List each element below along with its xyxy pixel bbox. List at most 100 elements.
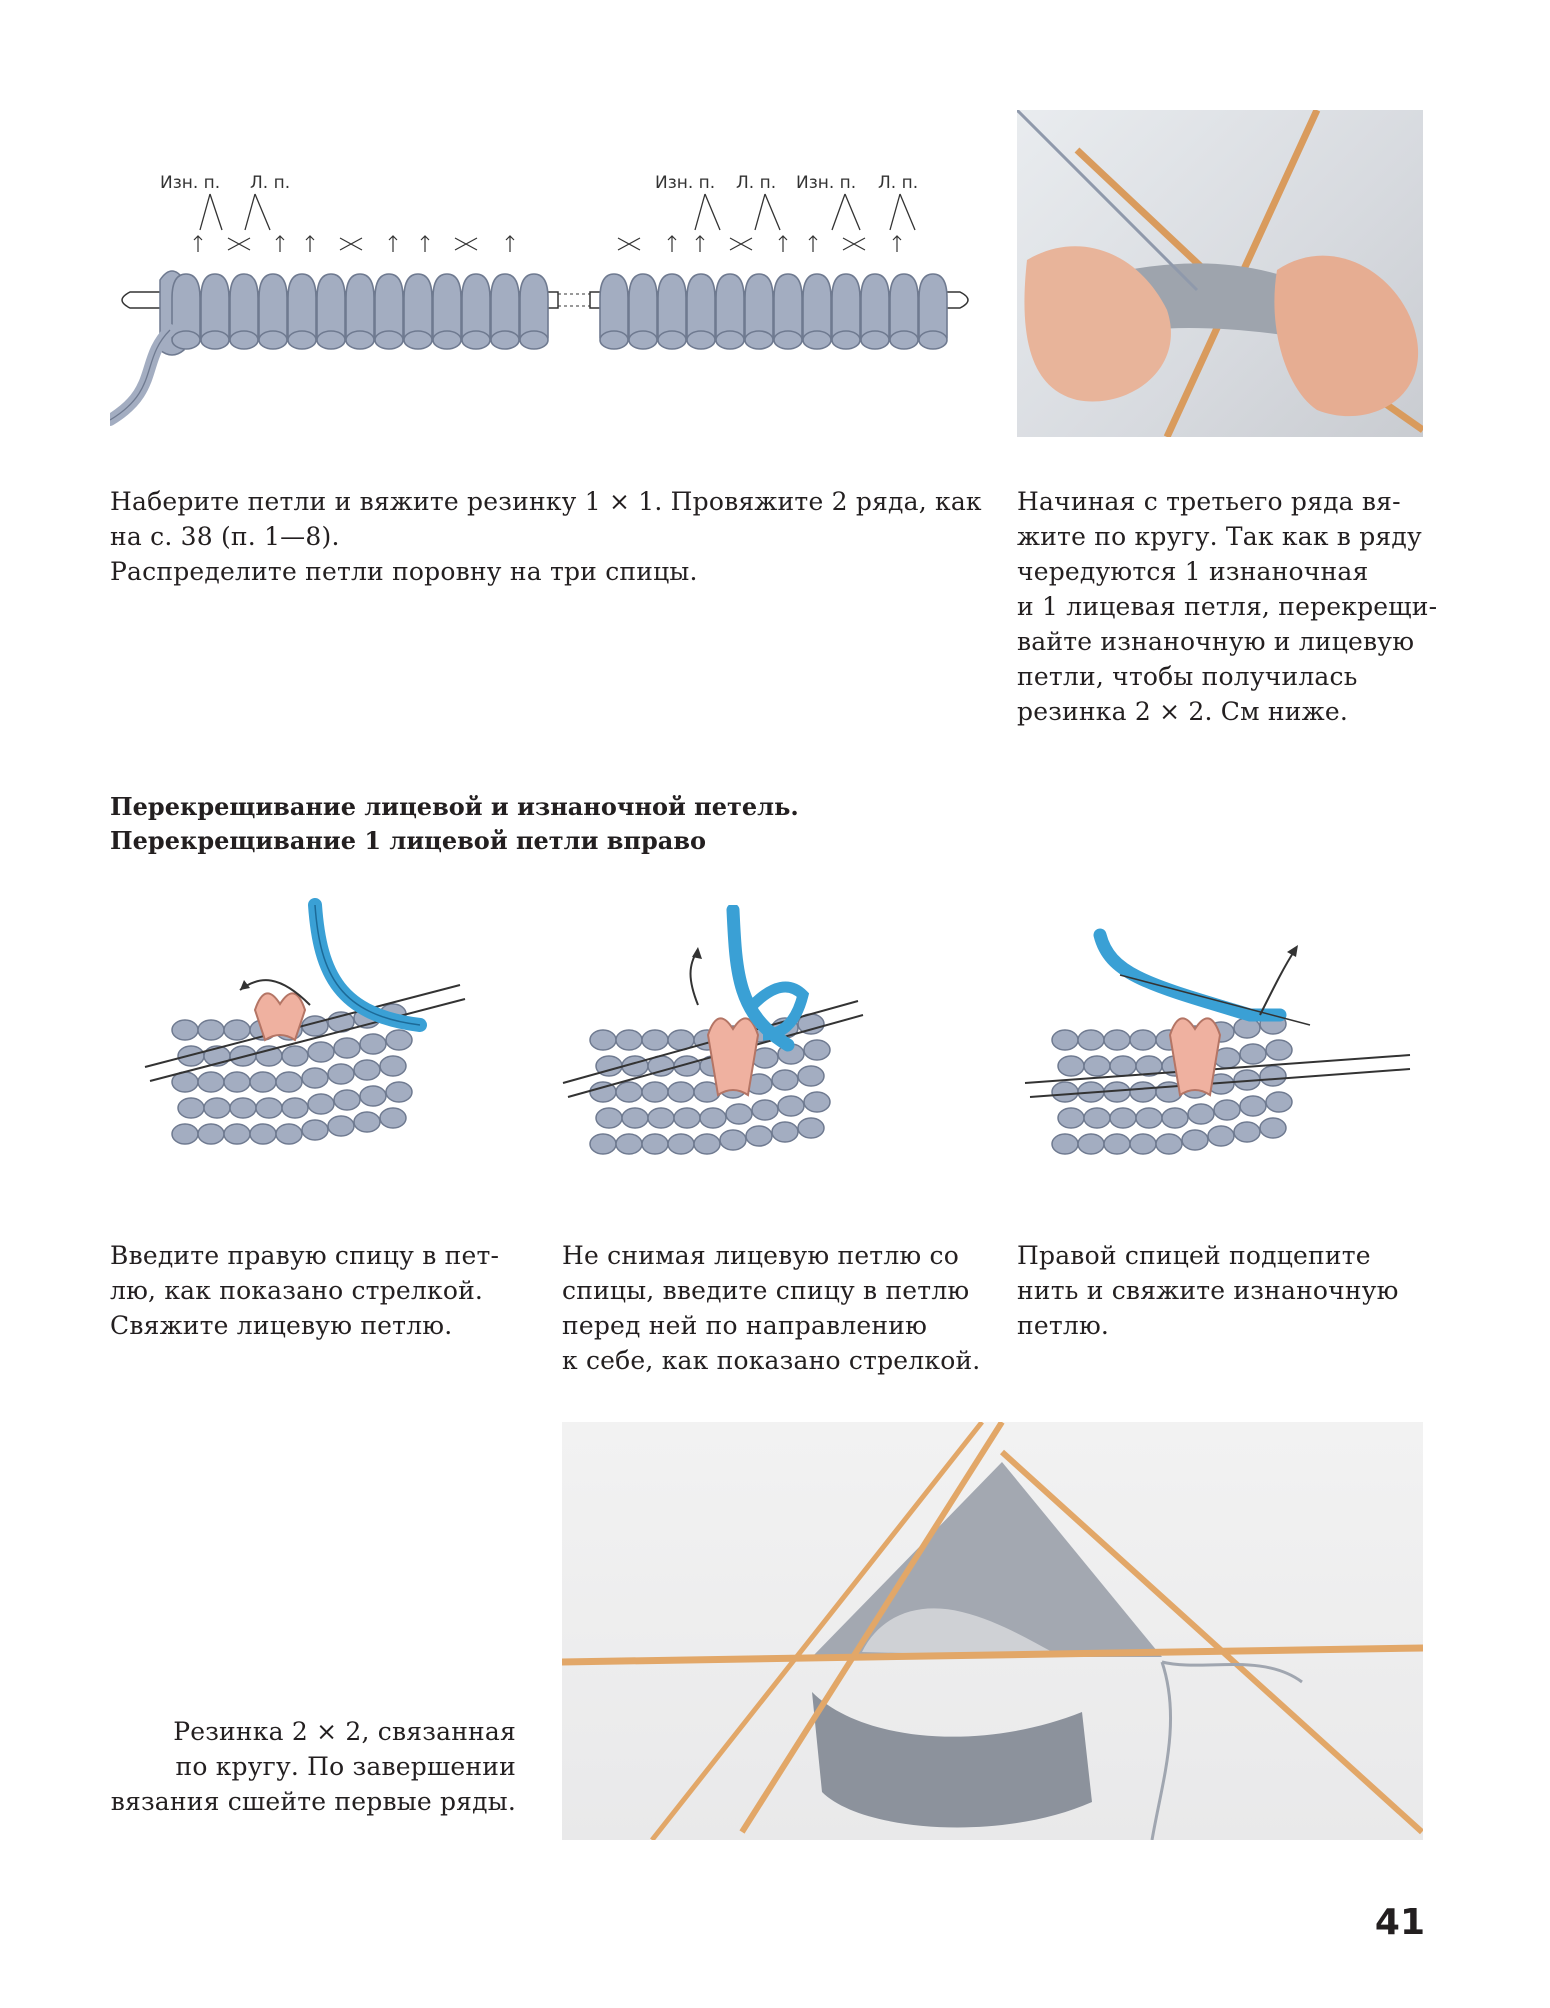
- rib-1x1-diagram: Изн. п. Л. п. Изн. п. Л. п. Изн. п. Л. п…: [110, 173, 969, 426]
- label-purl-right-1: Изн. п.: [655, 173, 715, 193]
- stitch-bump: [831, 330, 861, 350]
- fabric-stitch: [693, 1133, 721, 1155]
- stitch-bump: [403, 330, 433, 350]
- fabric-stitch: [615, 1081, 643, 1103]
- stitch-bump: [889, 330, 919, 350]
- fabric-stitch: [589, 1133, 617, 1155]
- fabric-stitch: [797, 1065, 825, 1087]
- fabric-stitch: [621, 1107, 649, 1129]
- label-knit-left: Л. п.: [250, 173, 290, 193]
- fabric-stitch: [177, 1097, 205, 1119]
- fabric-stitch: [771, 1069, 799, 1091]
- caption-line-2: по кругу. По завершении: [175, 1752, 516, 1781]
- fabric-stitch: [699, 1107, 727, 1129]
- fabric-stitch: [1259, 1065, 1287, 1087]
- step-2-diagram: [562, 905, 864, 1155]
- step-1-line-3: Свяжите лицевую петлю.: [110, 1311, 453, 1340]
- fabric-stitch: [171, 1019, 199, 1041]
- stitch-bump: [686, 330, 716, 350]
- stitch-bump: [802, 330, 832, 350]
- fabric-stitch: [595, 1107, 623, 1129]
- fabric-stitch: [797, 1117, 825, 1139]
- fabric-stitch: [667, 1081, 695, 1103]
- fabric-stitch: [777, 1095, 805, 1117]
- fabric-stitch: [223, 1123, 251, 1145]
- fabric-stitch: [281, 1045, 309, 1067]
- stitch-bump: [773, 330, 803, 350]
- intro-left-line-3: Распределите петли поровну на три спицы.: [110, 557, 698, 586]
- fabric-stitch: [1259, 1117, 1287, 1139]
- fabric-stitch: [1109, 1107, 1137, 1129]
- fabric-stitch: [641, 1081, 669, 1103]
- fabric-stitch: [751, 1099, 779, 1121]
- stitch-bump: [374, 330, 404, 350]
- intro-right-line-4: и 1 лицевая петля, перекрещи-: [1017, 592, 1438, 621]
- fabric-stitch: [1083, 1107, 1111, 1129]
- intro-right-line-6: петли, чтобы получилась: [1017, 662, 1358, 691]
- fabric-stitch: [1155, 1133, 1183, 1155]
- fabric-stitch: [359, 1033, 387, 1055]
- fabric-stitch: [1051, 1081, 1079, 1103]
- fabric-stitch: [255, 1097, 283, 1119]
- fabric-stitch: [385, 1029, 413, 1051]
- fabric-stitch: [1057, 1107, 1085, 1129]
- fabric-stitch: [725, 1103, 753, 1125]
- stitch-bump: [918, 330, 948, 350]
- intro-right-line-2: жите по кругу. Так как в ряду: [1017, 522, 1422, 551]
- stitch-bump: [287, 330, 317, 350]
- fabric-stitch: [719, 1129, 747, 1151]
- fabric-stitch: [1181, 1129, 1209, 1151]
- section-heading-line-1: Перекрещивание лицевой и изнаночной пете…: [110, 792, 799, 821]
- fabric-stitch: [673, 1107, 701, 1129]
- fabric-stitch: [1077, 1029, 1105, 1051]
- step-2-line-1: Не снимая лицевую петлю со: [562, 1241, 959, 1270]
- fabric-stitch: [1129, 1133, 1157, 1155]
- fabric-stitch: [353, 1059, 381, 1081]
- intro-right-line-5: вайте изнаночную и лицевую: [1017, 627, 1415, 656]
- fabric-stitch: [1207, 1125, 1235, 1147]
- step-2-text: Не снимая лицевую петлю со спицы, введит…: [562, 1238, 982, 1378]
- fabric-stitch: [229, 1097, 257, 1119]
- fabric-stitch: [171, 1123, 199, 1145]
- stitch-bump: [171, 330, 201, 350]
- fabric-stitch: [667, 1133, 695, 1155]
- fabric-stitch: [589, 1029, 617, 1051]
- intro-right-text: Начиная с третьего ряда вя- жите по круг…: [1017, 484, 1437, 729]
- stitch-bump: [432, 330, 462, 350]
- fabric-stitch: [249, 1123, 277, 1145]
- fabric-stitch: [1051, 1029, 1079, 1051]
- step-3-text: Правой спицей подцепите нить и свяжите и…: [1017, 1238, 1437, 1343]
- fabric-stitch: [223, 1019, 251, 1041]
- fabric-stitch: [275, 1071, 303, 1093]
- fabric-stitch: [1083, 1055, 1111, 1077]
- fabric-stitch: [379, 1055, 407, 1077]
- fabric-stitch: [803, 1039, 831, 1061]
- stitch-bump: [519, 330, 549, 350]
- fabric-stitch: [197, 1123, 225, 1145]
- stitch-bump: [316, 330, 346, 350]
- fabric-stitch: [615, 1133, 643, 1155]
- fabric-stitch: [249, 1071, 277, 1093]
- stitch-bump: [200, 330, 230, 350]
- fabric-stitch: [327, 1115, 355, 1137]
- fabric-stitch: [615, 1029, 643, 1051]
- fabric-stitch: [1265, 1091, 1293, 1113]
- fabric-stitch: [359, 1085, 387, 1107]
- fabric-stitch: [1187, 1103, 1215, 1125]
- fabric-stitch: [1239, 1043, 1267, 1065]
- fabric-stitch: [223, 1071, 251, 1093]
- fabric-stitch: [641, 1133, 669, 1155]
- fabric-stitch: [1051, 1133, 1079, 1155]
- fabric-stitch: [1103, 1029, 1131, 1051]
- fabric-stitch: [301, 1067, 329, 1089]
- fabric-stitch: [1109, 1055, 1137, 1077]
- step-1-diagram: [144, 898, 466, 1145]
- fabric-stitch: [1057, 1055, 1085, 1077]
- fabric-stitch: [385, 1081, 413, 1103]
- label-knit-right-2: Л. п.: [878, 173, 918, 193]
- fabric-stitch: [1239, 1095, 1267, 1117]
- intro-right-line-3: чередуются 1 изнаночная: [1017, 557, 1369, 586]
- fabric-stitch: [281, 1097, 309, 1119]
- fabric-stitch: [641, 1029, 669, 1051]
- fabric-stitch: [379, 1107, 407, 1129]
